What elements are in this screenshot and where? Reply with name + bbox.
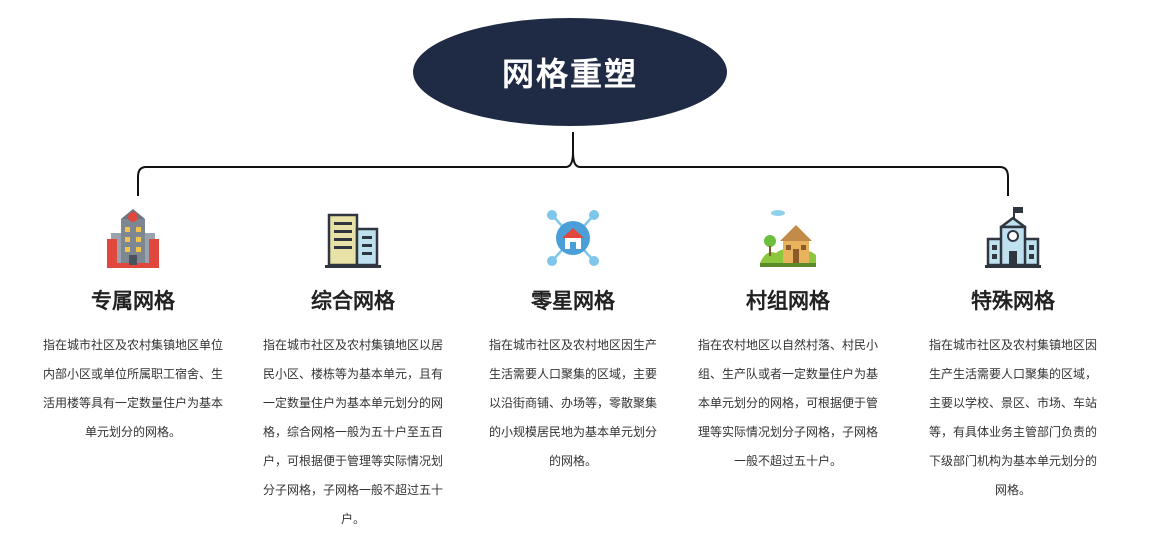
branch-exclusive-grid: 专属网格 指在城市社区及农村集镇地区单位内部小区或单位所属职工宿舍、生活用楼等具… (33, 205, 233, 447)
branch-scattered-grid: 零星网格 指在城市社区及农村地区因生产生活需要人口聚集的区域，主要以沿街商铺、办… (473, 205, 673, 476)
branch-title: 专属网格 (91, 288, 175, 313)
branch-title: 村组网格 (746, 288, 830, 313)
root-node: 网格重塑 (413, 18, 727, 126)
network-home-icon (547, 210, 599, 266)
branch-description: 指在城市社区及农村集镇地区单位内部小区或单位所属职工宿舍、生活用楼等具有一定数量… (43, 338, 224, 439)
office-building-icon (107, 209, 159, 268)
branch-description: 指在农村地区以自然村落、村民小组、生产队或者一定数量住户为基本单元划分的网格，可… (697, 338, 878, 468)
apartment-buildings-icon (325, 213, 381, 268)
branch-description: 指在城市社区及农村集镇地区因生产生活需要人口聚集的区域，主要以学校、景区、市场、… (928, 338, 1097, 497)
branch-title: 综合网格 (311, 288, 395, 313)
branch-village-grid: 村组网格 指在农村地区以自然村落、村民小组、生产队或者一定数量住户为基本单元划分… (688, 205, 888, 476)
branch-description: 指在城市社区及农村集镇地区以居民小区、楼栋等为基本单元，且有一定数量住户为基本单… (263, 338, 444, 526)
branch-title: 特殊网格 (971, 288, 1055, 313)
branch-special-grid: 特殊网格 指在城市社区及农村集镇地区因生产生活需要人口聚集的区域，主要以学校、景… (913, 205, 1113, 505)
branch-description: 指在城市社区及农村地区因生产生活需要人口聚集的区域，主要以沿街商铺、办场等，零散… (488, 338, 657, 468)
branch-comprehensive-grid: 综合网格 指在城市社区及农村集镇地区以居民小区、楼栋等为基本单元，且有一定数量住… (253, 205, 453, 534)
root-title: 网格重塑 (501, 55, 638, 93)
branch-title: 零星网格 (531, 288, 615, 313)
village-house-icon (760, 210, 816, 267)
school-building-icon (985, 207, 1041, 268)
